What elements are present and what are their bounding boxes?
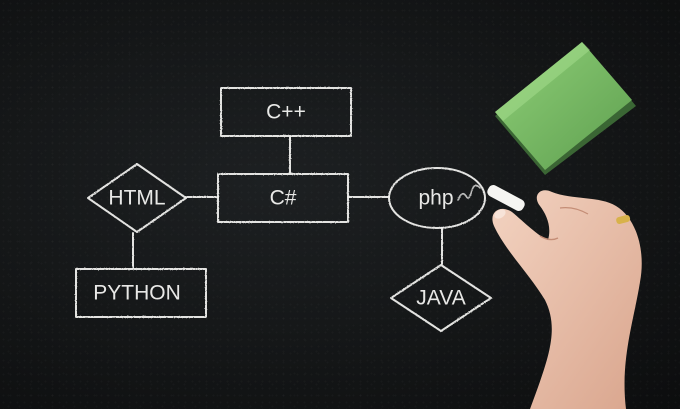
- ring: [616, 214, 631, 225]
- chalk-stick: [487, 185, 525, 211]
- hand-holding-chalk: [487, 185, 642, 409]
- java-label: JAVA: [416, 287, 465, 310]
- chalk-scribble: [457, 184, 481, 201]
- csharp-label: C#: [270, 187, 297, 210]
- html-diamond: [87, 163, 187, 233]
- cpp-box: [220, 87, 352, 137]
- php-label: php: [418, 187, 453, 210]
- cpp-label: C++: [266, 101, 306, 124]
- php-ellipse: [388, 167, 486, 229]
- html-label: HTML: [108, 187, 165, 210]
- python-label: PYTHON: [93, 282, 181, 305]
- sponge-eraser: [495, 42, 636, 175]
- python-box: [75, 268, 207, 318]
- csharp-box: [217, 173, 349, 223]
- java-diamond: [390, 264, 492, 332]
